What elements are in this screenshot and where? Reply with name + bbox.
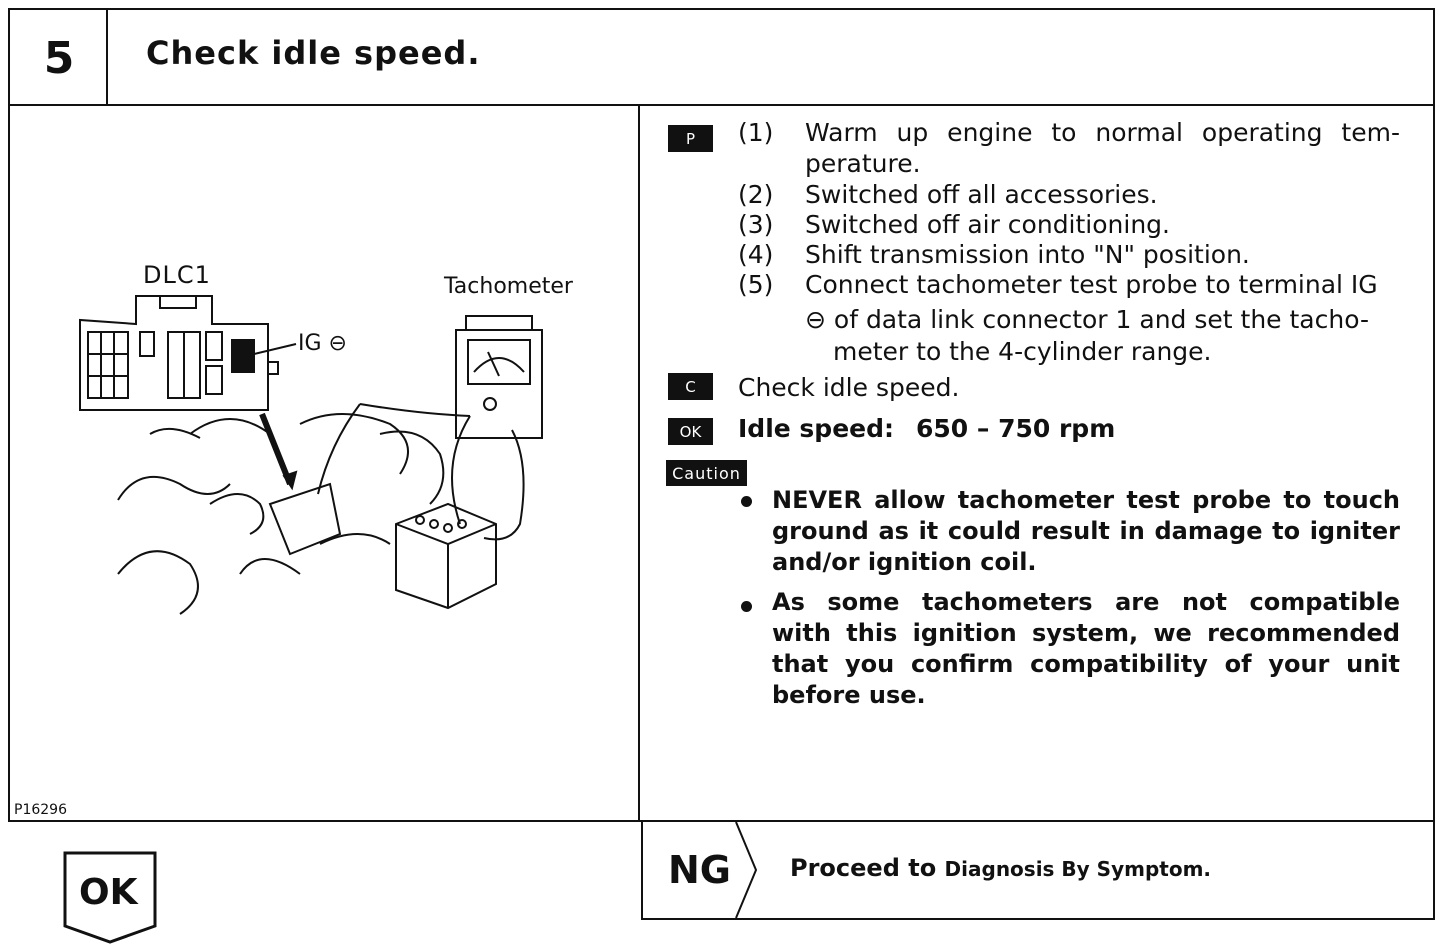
ok-badge-icon bbox=[63, 851, 157, 944]
step-1-line2: perature. bbox=[805, 149, 921, 178]
ok-badge-label: OK bbox=[79, 872, 138, 913]
ng-label: NG bbox=[668, 848, 731, 892]
header-divider bbox=[8, 104, 1435, 106]
step-1-number: (1) bbox=[738, 118, 774, 147]
step-2-number: (2) bbox=[738, 180, 774, 209]
column-divider bbox=[638, 104, 640, 822]
caution-1-line2: ground as it could result in damage to i… bbox=[772, 517, 1400, 545]
caution-2-line2: with this ignition system, we recommende… bbox=[772, 619, 1400, 647]
caution-2-line4: before use. bbox=[772, 681, 926, 709]
step-3-number: (3) bbox=[738, 210, 774, 239]
ok-spec-value: 650 – 750 rpm bbox=[916, 414, 1116, 443]
ok-spec-label: Idle speed: bbox=[738, 414, 895, 443]
caution-item-1: NEVER allow tachometer test probe to tou… bbox=[772, 485, 1400, 578]
dlc-connector-icon bbox=[79, 295, 269, 411]
check-tag-c: C bbox=[668, 373, 713, 400]
chevron-right-icon bbox=[735, 822, 758, 919]
battery-icon bbox=[395, 502, 497, 610]
step-5-line1: Connect tachometer test probe to termina… bbox=[805, 270, 1378, 299]
figure-code: P16296 bbox=[14, 802, 67, 818]
check-text: Check idle speed. bbox=[738, 373, 960, 402]
ig-terminal-label: IG ⊖ bbox=[298, 331, 347, 356]
step-frame bbox=[8, 8, 1435, 822]
ng-action-target: Diagnosis By Symptom. bbox=[944, 857, 1212, 881]
caution-1-line1: NEVER allow tachometer test probe to tou… bbox=[772, 486, 1400, 514]
step-4-text: Shift transmission into "N" position. bbox=[805, 240, 1250, 269]
dlc-label: DLC1 bbox=[143, 261, 211, 289]
ng-action-prefix: Proceed to bbox=[790, 854, 945, 882]
step-5-line3: meter to the 4-cylinder range. bbox=[833, 337, 1212, 366]
caution-1-line3: and/or ignition coil. bbox=[772, 548, 1037, 576]
bullet-icon bbox=[741, 601, 752, 612]
caution-2-line1: As some tachometers are not compatible bbox=[772, 588, 1400, 616]
step-5-number: (5) bbox=[738, 270, 774, 299]
engine-illustration bbox=[79, 295, 543, 615]
step-3-text: Switched off air conditioning. bbox=[805, 210, 1171, 239]
step-2-text: Switched off all accessories. bbox=[805, 180, 1158, 209]
ok-tag: OK bbox=[668, 418, 713, 445]
step-title: Check idle speed. bbox=[146, 34, 481, 72]
step-number-divider bbox=[106, 8, 108, 105]
step-1-line1: Warm up engine to normal operating tem- bbox=[805, 118, 1400, 147]
step-4-number: (4) bbox=[738, 240, 774, 269]
ng-action: Proceed to Diagnosis By Symptom. bbox=[790, 854, 1211, 882]
caution-tag: Caution bbox=[666, 460, 747, 486]
procedure-tag-p: P bbox=[668, 125, 713, 152]
step-number: 5 bbox=[43, 32, 75, 84]
caution-2-line3: that you confirm compatibility of your u… bbox=[772, 650, 1400, 678]
caution-item-2: As some tachometers are not compatible w… bbox=[772, 587, 1400, 711]
ng-result-box bbox=[641, 822, 1435, 920]
step-5-line2: ⊖ of data link connector 1 and set the t… bbox=[805, 305, 1369, 334]
tachometer-icon bbox=[455, 329, 543, 439]
tachometer-label: Tachometer bbox=[444, 274, 573, 299]
bullet-icon bbox=[741, 496, 752, 507]
